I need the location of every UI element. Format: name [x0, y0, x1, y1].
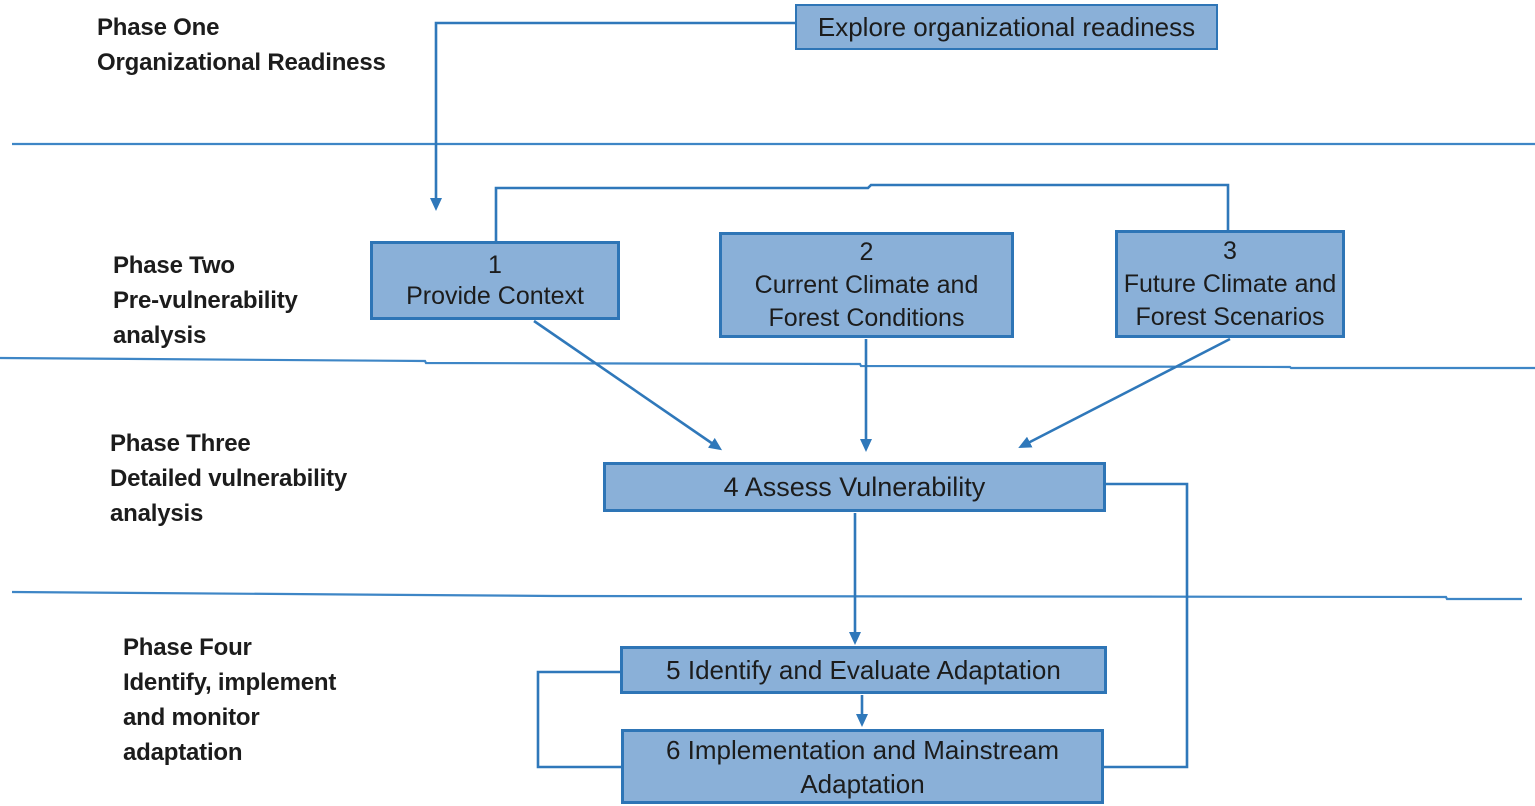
box-step6-text-1: 6 Implementation and Mainstream [665, 734, 1060, 765]
box-step1-text: Provide Context [406, 281, 584, 310]
box-step2-number: 2 [859, 237, 874, 266]
phase-three-line-3: analysis [110, 500, 204, 527]
box-step2-text-1: Current Climate and [754, 270, 979, 299]
box-explore-organizational-readiness: Explore organizational readiness [795, 4, 1218, 50]
phase-divider-3 [11, 590, 1522, 601]
phase-four-line-3: and monitor [123, 704, 260, 731]
phase-three-line-1: Phase Three [110, 430, 251, 457]
box-step2-current-climate: 2 Current Climate and Forest Conditions [719, 232, 1014, 338]
arrow-step3-to-step4 [1018, 337, 1231, 449]
box-step5-identify-evaluate-adaptation: 5 Identify and Evaluate Adaptation [620, 646, 1107, 694]
phase-three-label: Phase Three Detailed vulnerability analy… [110, 426, 347, 531]
connector-step1-step3-bridge [494, 183, 1230, 246]
box-step6-implementation-mainstream: 6 Implementation and Mainstream Adaptati… [621, 729, 1104, 804]
phase-one-label: Phase One Organizational Readiness [97, 10, 386, 80]
box-step4-assess-vulnerability: 4 Assess Vulnerability [603, 462, 1106, 512]
box-step5-text: 5 Identify and Evaluate Adaptation [666, 655, 1061, 685]
box-step3-text-2: Forest Scenarios [1135, 302, 1325, 331]
arrow-step1-to-step4 [533, 319, 723, 451]
phase-two-line-1: Phase Two [113, 252, 235, 279]
box-step3-number: 3 [1223, 236, 1237, 265]
phase-four-line-1: Phase Four [123, 634, 252, 661]
phase-four-line-2: Identify, implement [123, 669, 337, 696]
box-step2-text-2: Forest Conditions [768, 303, 965, 332]
box-step6-text-2: Adaptation [800, 768, 925, 799]
phase-two-label: Phase Two Pre-vulnerability analysis [113, 248, 298, 353]
phase-three-line-2: Detailed vulnerability [110, 465, 348, 492]
box-step1-number: 1 [488, 250, 502, 279]
phase-divider-2 [0, 356, 1535, 370]
connector-step4-to-step6-right-loop [1104, 482, 1189, 769]
phase-four-label: Phase Four Identify, implement and monit… [123, 630, 336, 770]
box-step4-text: 4 Assess Vulnerability [723, 472, 986, 502]
box-step3-text-1: Future Climate and [1123, 269, 1337, 298]
phase-two-line-2: Pre-vulnerability [113, 287, 298, 314]
box-explore-text: Explore organizational readiness [817, 12, 1196, 42]
box-step1-provide-context: 1 Provide Context [370, 241, 620, 320]
connector-explore-to-phase-two [430, 21, 795, 211]
phase-one-line-1: Phase One [97, 14, 220, 41]
phase-four-line-4: adaptation [123, 739, 243, 766]
box-step3-future-climate: 3 Future Climate and Forest Scenarios [1115, 230, 1345, 338]
phase-one-line-2: Organizational Readiness [97, 49, 386, 76]
connector-step5-step6-left-loop [536, 670, 621, 769]
phase-two-line-3: analysis [113, 322, 207, 349]
